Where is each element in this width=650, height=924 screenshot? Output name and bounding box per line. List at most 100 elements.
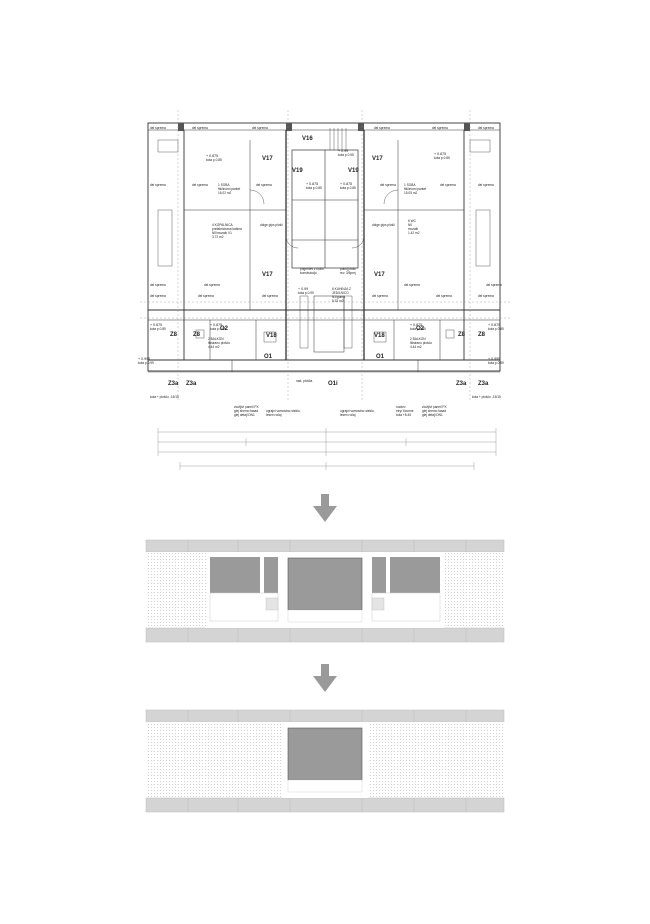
room-code: V19 <box>292 168 303 174</box>
room-code: Z3a <box>168 381 179 387</box>
wall-label: del sprema <box>372 294 388 298</box>
room-code: O2 <box>416 326 425 332</box>
wall-label: del sprema <box>150 183 166 187</box>
plan-note: glej shemo fasad <box>234 409 258 413</box>
plan-note: etry/ 6conne <box>396 409 414 413</box>
plan-note: pogrnitev z ločilo <box>300 267 324 271</box>
wall-label: del sprema <box>150 283 166 287</box>
room-code: Z8 <box>458 332 466 338</box>
wall-label: del sprema <box>150 126 166 130</box>
wall-label: kota + ploščo -15/15 <box>472 395 501 399</box>
room-code: Z8 <box>193 332 201 338</box>
room-code: Z8 <box>170 332 178 338</box>
wall-label: del sprema <box>198 294 214 298</box>
room-area: 16.02 m2 <box>218 191 232 195</box>
room-area: 8.33 m2 <box>332 299 344 303</box>
room-name: 1 SOBA <box>404 183 416 187</box>
wall-label: del sprema <box>404 283 420 287</box>
level-mark: kota p.0.85 <box>410 327 426 331</box>
facade-elevation-closed <box>145 709 505 813</box>
level-mark: kota p.0.85 <box>210 327 226 331</box>
plan-note: ograjni varnostno steklo, <box>266 409 301 413</box>
room-code: V17 <box>262 272 273 278</box>
level-mark: kota p.0.95 <box>338 153 354 157</box>
level-mark: + 0.875 <box>340 182 352 186</box>
down-arrow-icon <box>313 494 337 522</box>
room-area: 4.44 m2 <box>208 345 220 349</box>
room-code: V17 <box>262 156 273 162</box>
plan-note: rev. 3/5prej <box>340 271 356 275</box>
room-name: 2 BALKON <box>410 337 426 341</box>
plan-note: glej shemo fasad <box>422 409 446 413</box>
wall-label: dolge gips plošč <box>372 223 395 227</box>
plan-note: zložljivi paneli PX <box>234 405 259 409</box>
room-name: 6 KUHINJA Z <box>332 287 351 291</box>
room-code: Z8 <box>478 332 486 338</box>
plan-room-descriptions: 1 SOBA fiščinomi parket 16.02 m2 1 SOBA … <box>208 183 432 349</box>
room-area: 3.72 m2 <box>212 235 224 239</box>
level-mark: kota p.0.99 <box>488 361 504 365</box>
plan-grid-lines <box>140 110 510 400</box>
plan-note: zložljivi paneli PX <box>422 405 447 409</box>
plan-note: ograjni varnostno steklo, <box>340 409 375 413</box>
level-mark: kota p.0.99 <box>138 361 154 365</box>
plan-note: pokoj plošč <box>340 267 356 271</box>
room-finish: N0 <box>408 223 412 227</box>
wall-label: del sprema <box>252 126 268 130</box>
room-code: O2 <box>220 326 229 332</box>
plan-walls <box>147 122 501 373</box>
wall-label: del sprema <box>262 294 278 298</box>
level-mark: + 0.875 <box>306 182 318 186</box>
room-code: Z3a <box>478 381 489 387</box>
wall-label: del sprema <box>478 126 494 130</box>
room-finish: N0/mozaik V1 <box>212 231 232 235</box>
plan-note: rozdev <box>396 405 406 409</box>
level-mark: + 0.875 <box>434 152 446 156</box>
down-arrow-icon <box>313 664 337 692</box>
room-code: V17 <box>374 272 385 278</box>
level-mark: + 0.875 <box>210 323 222 327</box>
level-mark: + 0.995 <box>138 357 150 361</box>
room-finish: prefabricirana kabina <box>212 227 242 231</box>
room-code: O1 <box>264 354 273 360</box>
level-mark: + 0.875 <box>150 323 162 327</box>
room-code: V17 <box>372 156 383 162</box>
wall-label: del sprema <box>432 126 448 130</box>
room-finish: fiščinomi parket <box>218 187 240 191</box>
room-code: O1i <box>328 381 338 387</box>
room-finish: mozaik <box>408 227 419 231</box>
facade-elevation-open <box>145 539 505 643</box>
room-name: 1 SOBA <box>218 183 230 187</box>
wall-label: del sprema <box>374 126 390 130</box>
wall-label: del sprema <box>440 183 456 187</box>
plan-room-codes: V16 V17 V17 V19 V19 V17 V17 V18 V18 O2 O… <box>168 136 489 387</box>
plan-note: glej detajl DN1 <box>234 413 255 417</box>
wall-label: del sprema <box>256 183 272 187</box>
level-mark: + 0.99 <box>298 287 308 291</box>
room-finish: fiksirano ploščo <box>208 341 230 345</box>
plan-note: kota +8.45 <box>396 413 411 417</box>
wall-label: del sprema <box>478 183 494 187</box>
plan-wall-labels: del sprema del sprema del sprema del spr… <box>150 126 502 399</box>
level-mark: kota p.0.85 <box>206 158 222 162</box>
plan-notes: zložljivi paneli PX glej shemo fasad gle… <box>234 405 447 417</box>
plan-note: lesen ročaj <box>340 413 356 417</box>
plan-level-marks: + 0.875 kota p.0.85 + 0.875 kota p.0.85 … <box>138 149 504 365</box>
plan-note: konstrukcijo <box>300 271 317 275</box>
floor-plan: del sprema del sprema del sprema del spr… <box>138 110 510 470</box>
wall-label: del sprema <box>486 283 502 287</box>
room-finish: fiščinomi parket <box>404 187 426 191</box>
level-mark: kota p.0.85 <box>434 156 450 160</box>
room-name: 4 KOPALNICA <box>212 223 234 227</box>
level-mark: + 0.875 <box>488 323 500 327</box>
room-name: JEDILNICO <box>332 291 349 295</box>
room-finish: fiksirano ploščo <box>410 341 432 345</box>
room-name: 6 WC <box>408 219 417 223</box>
level-mark: kota p.0.99 <box>298 291 314 295</box>
room-area: 15.05 m2 <box>404 191 418 195</box>
room-code: V16 <box>302 136 313 142</box>
room-code: V18 <box>374 333 385 339</box>
level-mark: kota p.0.85 <box>306 186 322 190</box>
wall-label: del sprema <box>150 294 166 298</box>
